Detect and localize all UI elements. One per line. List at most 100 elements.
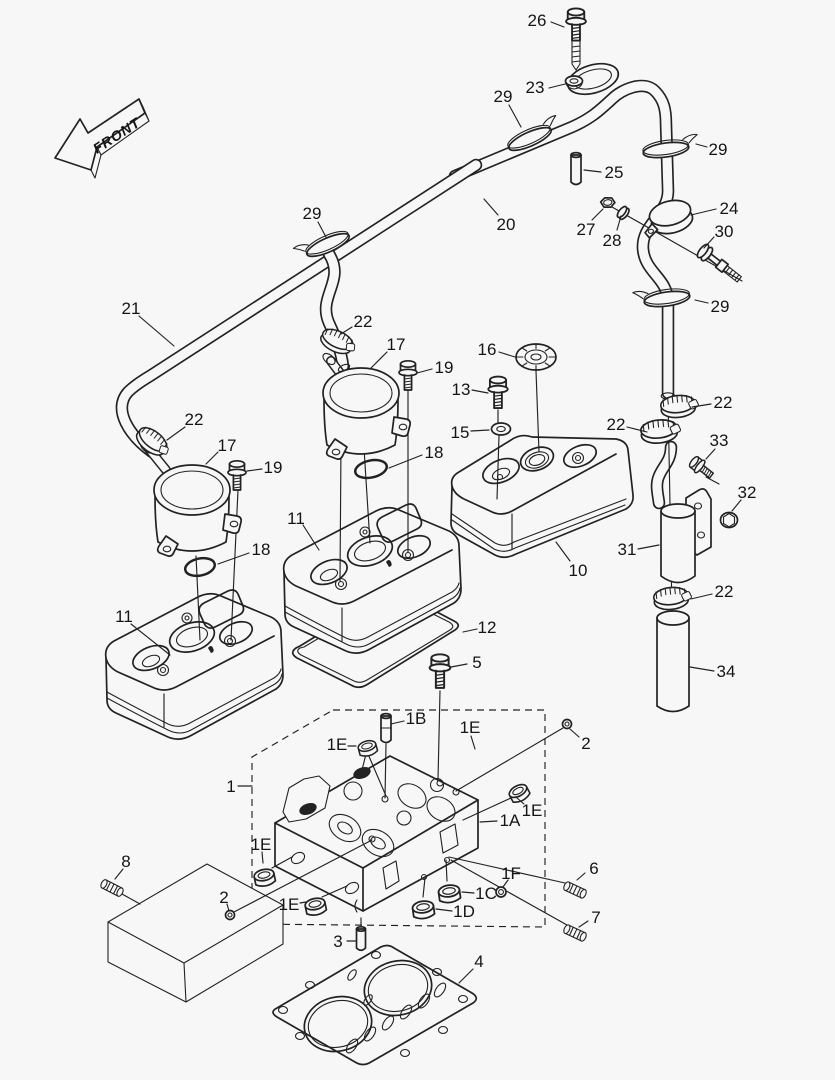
leader-line-19 [246,468,263,472]
leader-line-11 [130,623,171,656]
part-callout-5: 5 [472,653,481,672]
leader-line-29 [695,143,708,148]
leader-line-31 [637,544,660,550]
leader-line-8 [114,868,124,880]
part-callout-1D: 1D [453,902,475,921]
leader-line-34 [689,666,715,672]
part-callout-11: 11 [115,607,133,626]
hose-34 [656,610,690,713]
leader-line-1E [516,797,525,805]
part-callout-18: 18 [252,540,271,559]
nut-27 [599,197,616,208]
o-ring-18 [183,556,217,578]
assembly-axis-lines [121,370,568,927]
part-callout-1C: 1C [475,884,497,903]
leader-line-2 [569,728,580,738]
kit-boundary-box [251,709,546,928]
guide-pin-1B [380,712,392,744]
leader-line-29 [694,299,709,304]
part-callout-28: 28 [603,231,622,250]
leader-line-30 [703,236,715,249]
part-callout-27: 27 [577,220,596,239]
part-callout-30: 30 [715,222,734,241]
part-callout-1A: 1A [500,811,521,830]
leader-line-13 [471,389,489,394]
part-callout-34: 34 [717,662,736,681]
cup-plug-1E [356,738,380,759]
part-callout-22: 22 [354,312,373,331]
leader-line-22 [690,593,713,600]
leader-line-1A [479,820,498,823]
part-callout-33: 33 [710,431,729,450]
leader-line-15 [470,429,490,432]
bolt-33 [686,453,720,485]
leader-line-6 [576,872,586,881]
leader-line-4 [458,968,474,984]
clamp-24 [644,199,694,239]
part-callout-21: 21 [122,299,141,318]
stud-6 [561,880,589,900]
part-callout-12: 12 [478,618,497,637]
leader-line-1E [470,735,476,750]
part-callout-8: 8 [121,852,130,871]
leader-line-26 [550,21,565,28]
valve-cover-center [282,503,462,654]
part-callout-22: 22 [185,410,204,429]
valve-cover-right [450,434,634,559]
part-callout-1: 1 [226,777,235,796]
part-callout-1E: 1E [460,718,481,737]
part-callout-10: 10 [569,561,588,580]
part-callout-29: 29 [494,87,513,106]
part-callout-2: 2 [581,734,590,753]
cap-nut-32 [719,511,739,529]
part-callout-7: 7 [591,908,600,927]
leader-line-17 [369,351,388,370]
leader-line-24 [690,208,717,216]
bolt-19 [227,459,247,491]
cup-plug-1E [252,866,277,889]
bolt-13 [487,375,509,409]
pin-25 [570,151,582,186]
leader-line-2 [226,903,230,912]
part-callout-23: 23 [526,78,545,97]
part-callout-13: 13 [452,380,471,399]
front-arrow: FRONT [54,98,150,179]
leader-line-18 [217,552,250,565]
part-callout-22: 22 [715,582,734,601]
leader-line-1C [461,891,475,894]
leader-line-1E [261,851,264,864]
leader-line-20 [483,198,499,216]
leader-line-18 [388,454,423,469]
part-callout-1F: 1F [501,864,521,883]
bolt-26 [565,7,587,71]
leader-line-27 [591,208,604,221]
part-callout-15: 15 [451,423,470,442]
breather-pipe-assembly [115,79,678,510]
plug-2 [224,718,573,921]
part-callout-26: 26 [528,11,547,30]
part-callout-1E: 1E [522,801,543,820]
dowel-pin-3 [355,925,367,952]
stud-30 [696,243,742,283]
bolt-19 [398,359,418,391]
part-callout-25: 25 [605,163,624,182]
leader-line-32 [731,499,742,512]
part-callout-29: 29 [709,140,728,159]
leader-line-12 [462,628,478,633]
o-ring-18 [354,458,388,480]
leader-line-1E [299,901,307,904]
leader-line-22 [626,426,648,433]
part-callout-4: 4 [474,952,483,971]
cup-1D [410,898,436,921]
leader-line-25 [583,169,602,173]
kit-box [107,863,284,1003]
bolt-5 [428,653,452,689]
grommet-23 [564,75,584,90]
washer-28 [616,205,630,221]
leader-line-22 [166,426,186,441]
leader-line-23 [548,83,566,89]
part-callout-16: 16 [478,340,497,359]
leader-line-16 [498,351,516,358]
breather-tube-31 [660,503,696,584]
